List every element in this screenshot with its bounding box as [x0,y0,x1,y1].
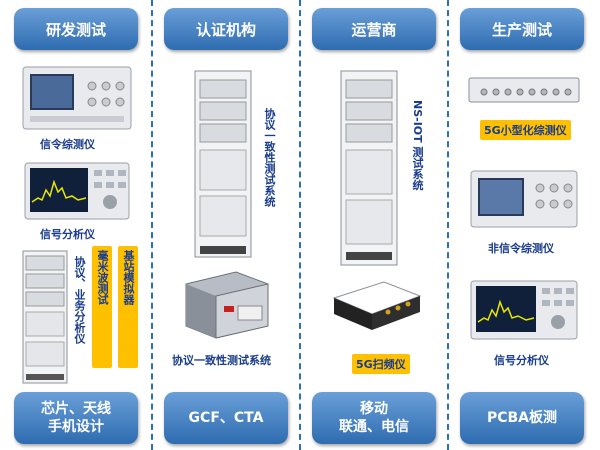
protocol-analyzer-rack-image [22,250,68,384]
caption-non-signaling-tester: 非信令综测仪 [488,242,554,255]
column-operators: 运营商 NS-IOT 测试系统 5G扫频仪 移动 联通、电信 [304,0,444,450]
caption-protocol-analyzer: 协议、业务分析仪 [73,256,86,344]
caption-base-station-simulator: 基站模拟器 [118,246,138,368]
column-rd-testing: 研发测试 信令综测仪 信号分析仪 协议、业务分析仪 毫米波测试 基站模拟器 芯片… [6,0,146,450]
column-header: 生产测试 [460,8,584,50]
column-header: 运营商 [312,8,436,50]
column-production: 生产测试 5G小型化综测仪 非信令综测仪 信号分析仪 PCBA板测 [452,0,592,450]
caption-conformance-system-vertical: 协议一致性测试系统 [263,108,276,207]
conformance-rack-image [194,70,252,258]
footer-line-2: 手机设计 [48,419,104,435]
caption-conformance-system: 协议一致性测试系统 [172,354,271,367]
caption-compact-5g-tester: 5G小型化综测仪 [480,120,571,140]
caption-mmwave-test: 毫米波测试 [92,246,112,368]
column-certification: 认证机构 协议一致性测试系统 协议一致性测试系统 GCF、CTA [156,0,296,450]
caption-ns-iot-system: NS-IOT 测试系统 [411,100,424,191]
conformance-chamber-image [185,271,269,339]
column-header: 研发测试 [14,8,138,50]
ns-iot-rack-image [340,70,398,266]
compact-5g-tester-image [468,77,580,103]
column-footer: PCBA板测 [460,392,584,444]
caption-5g-scanner: 5G扫频仪 [352,354,410,374]
caption-signal-analyzer: 信号分析仪 [40,228,95,241]
column-divider [447,0,449,450]
column-divider [151,0,153,450]
column-divider [299,0,301,450]
non-signaling-tester-image [470,170,578,228]
scanner-image [332,281,422,330]
signal-analyzer-image [24,162,130,220]
column-footer: 芯片、天线 手机设计 [14,392,138,444]
footer-line-2: 联通、电信 [339,419,409,435]
footer-line-1: 芯片、天线 [41,401,111,417]
column-footer: GCF、CTA [164,392,288,444]
caption-signal-analyzer: 信号分析仪 [494,354,549,367]
footer-line-1: PCBA板测 [486,410,558,426]
column-header: 认证机构 [164,8,288,50]
signal-analyzer-image [470,280,578,340]
footer-line-1: 移动 [360,401,388,417]
caption-signaling-tester: 信令综测仪 [40,138,95,151]
footer-line-1: GCF、CTA [188,410,264,426]
signaling-tester-image [22,66,132,130]
column-footer: 移动 联通、电信 [312,392,436,444]
